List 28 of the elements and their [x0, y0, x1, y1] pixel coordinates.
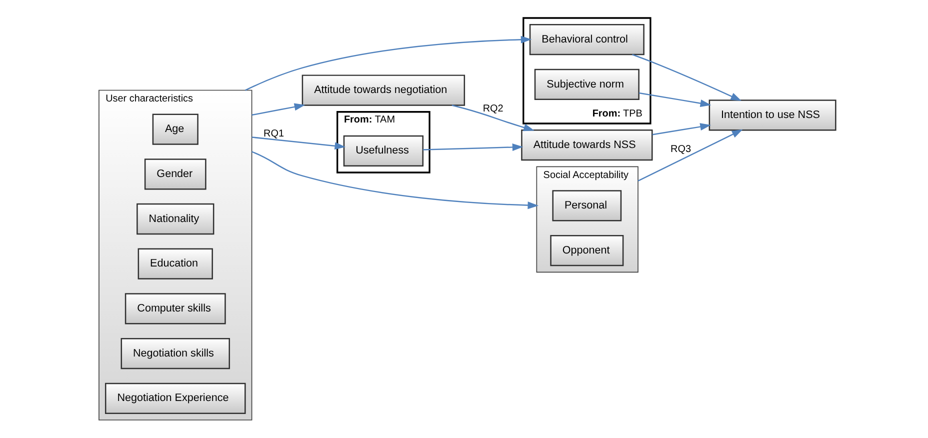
edge-label: RQ1 — [264, 128, 284, 140]
arrow — [244, 36, 532, 91]
node-box: Age — [152, 114, 198, 145]
node-box: Negotiation Experience — [104, 382, 246, 414]
node-box: Subjective norm — [534, 68, 640, 100]
arrow — [632, 54, 742, 101]
node-box: Opponent — [550, 234, 624, 266]
node-box: Usefulness — [343, 135, 424, 166]
node-box: Computer skills — [124, 293, 226, 324]
node-box: Attitude towards negotiation — [302, 74, 466, 106]
node-box: Intention to use NSS — [708, 100, 836, 131]
node-box: Nationality — [136, 203, 214, 235]
arrow — [638, 92, 712, 108]
arrow — [252, 151, 539, 210]
arrow — [252, 103, 306, 116]
arrow — [452, 104, 534, 132]
edge-label: RQ3 — [670, 144, 692, 156]
node-box: Education — [138, 248, 213, 280]
node-box: Gender — [144, 158, 206, 190]
edge-label: RQ2 — [482, 104, 504, 115]
arrow — [638, 129, 743, 182]
arrow — [422, 143, 524, 151]
node-box: Personal — [552, 190, 622, 222]
arrow — [652, 123, 711, 136]
node-box: Behavioral control — [529, 24, 644, 56]
node-box: Negotiation skills — [120, 338, 230, 370]
arrow — [252, 136, 346, 150]
node-box: Attitude towards NSS — [521, 130, 653, 161]
